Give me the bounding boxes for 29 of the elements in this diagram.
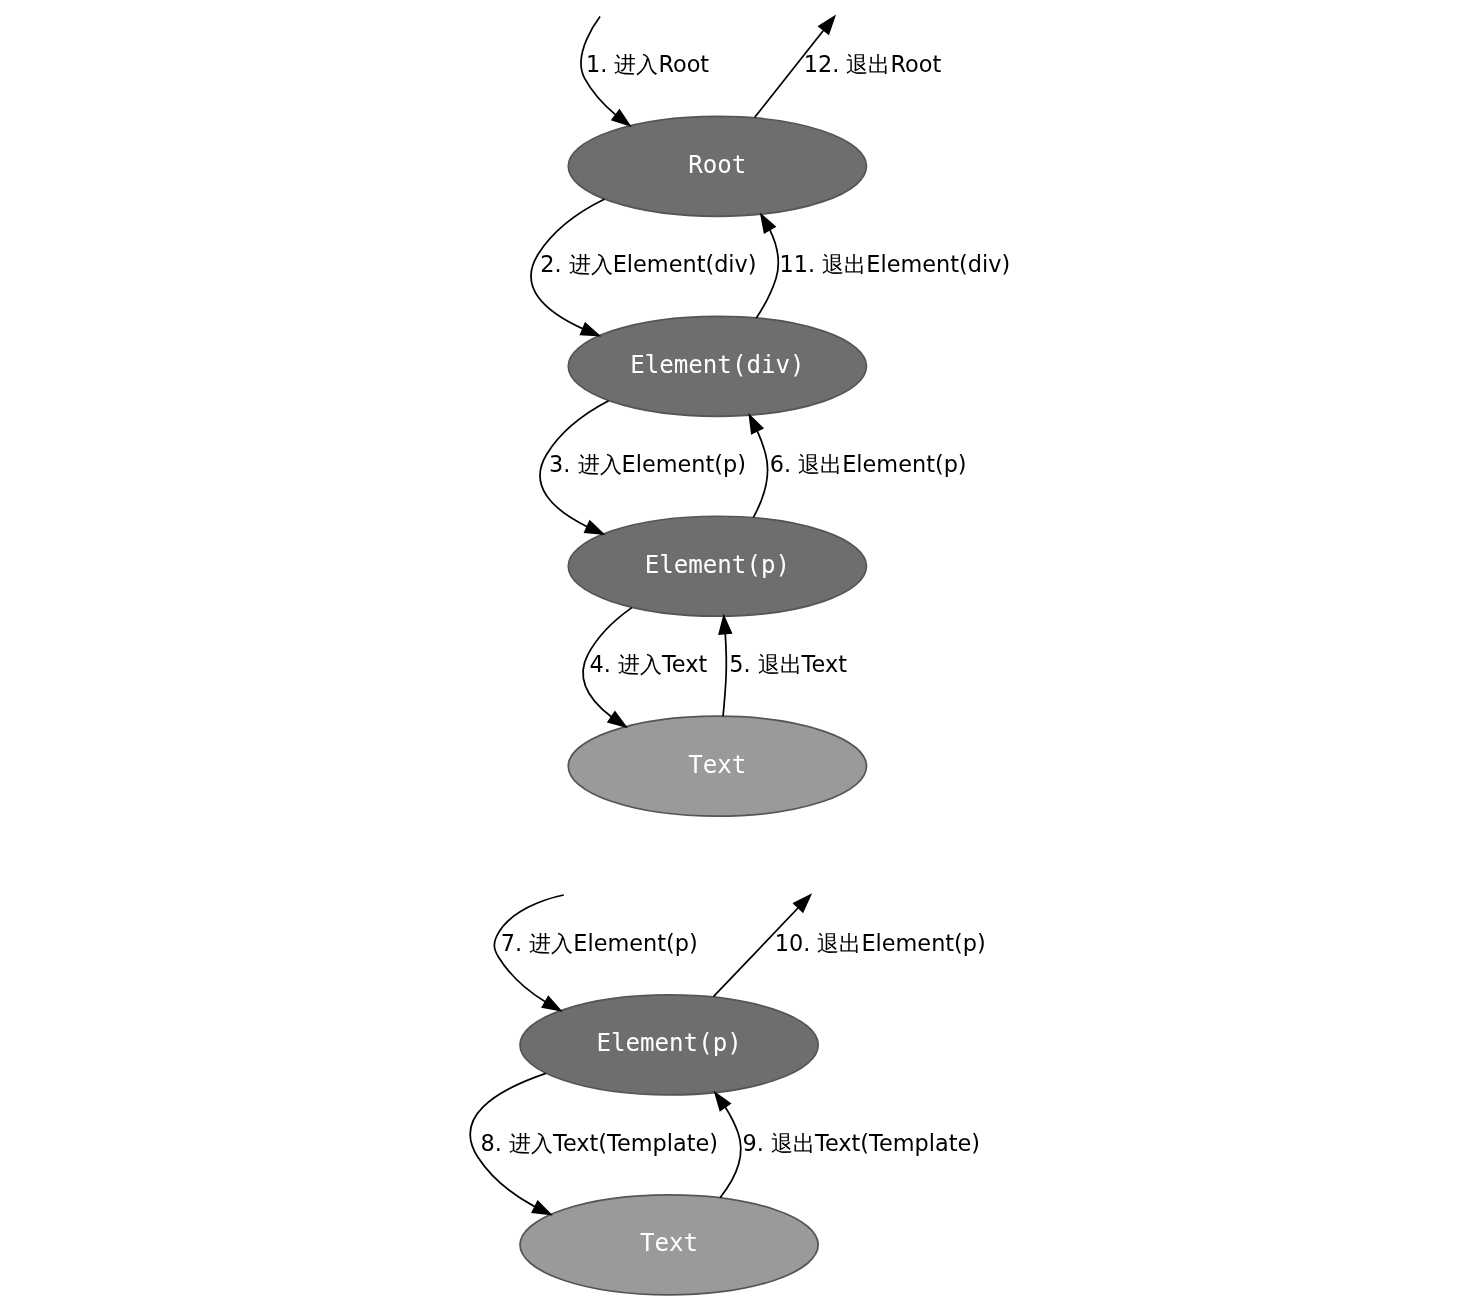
arrow — [753, 14, 837, 119]
node-ellipse: Root — [567, 115, 868, 218]
edge-label: 11. 退出Element(div) — [779, 251, 1011, 278]
node-ellipse: Text — [519, 1194, 820, 1296]
arrow — [493, 894, 565, 1012]
node-ellipse: Text — [567, 715, 868, 817]
arrow — [530, 198, 606, 337]
edge-label: 8. 进入Text(Template) — [480, 1129, 718, 1156]
arrow — [580, 15, 632, 127]
edge-label: 1. 进入Root — [585, 51, 710, 78]
node-ellipse: Element(p) — [567, 515, 868, 618]
arrow — [582, 606, 633, 729]
edge-label: 4. 进入Text — [589, 651, 708, 678]
edge-label: 9. 退出Text(Template) — [742, 1129, 980, 1156]
edge-label: 6. 退出Element(p) — [769, 451, 967, 478]
node-ellipse: Element(div) — [567, 315, 868, 418]
edge-label: 5. 退出Text — [729, 651, 847, 678]
edge-label: 7. 进入Element(p) — [500, 929, 698, 956]
arrow — [755, 212, 780, 319]
edge-label: 2. 进入Element(div) — [540, 251, 757, 278]
edge-label: 10. 退出Element(p) — [774, 929, 986, 956]
edge-label: 3. 进入Element(p) — [549, 451, 746, 478]
arrow — [539, 399, 610, 535]
arrow — [718, 613, 733, 718]
arrow — [748, 413, 769, 519]
arrow — [712, 893, 813, 998]
arrow — [713, 1090, 742, 1199]
edge-label: 12. 退出Root — [803, 51, 942, 78]
arrow — [469, 1072, 553, 1216]
